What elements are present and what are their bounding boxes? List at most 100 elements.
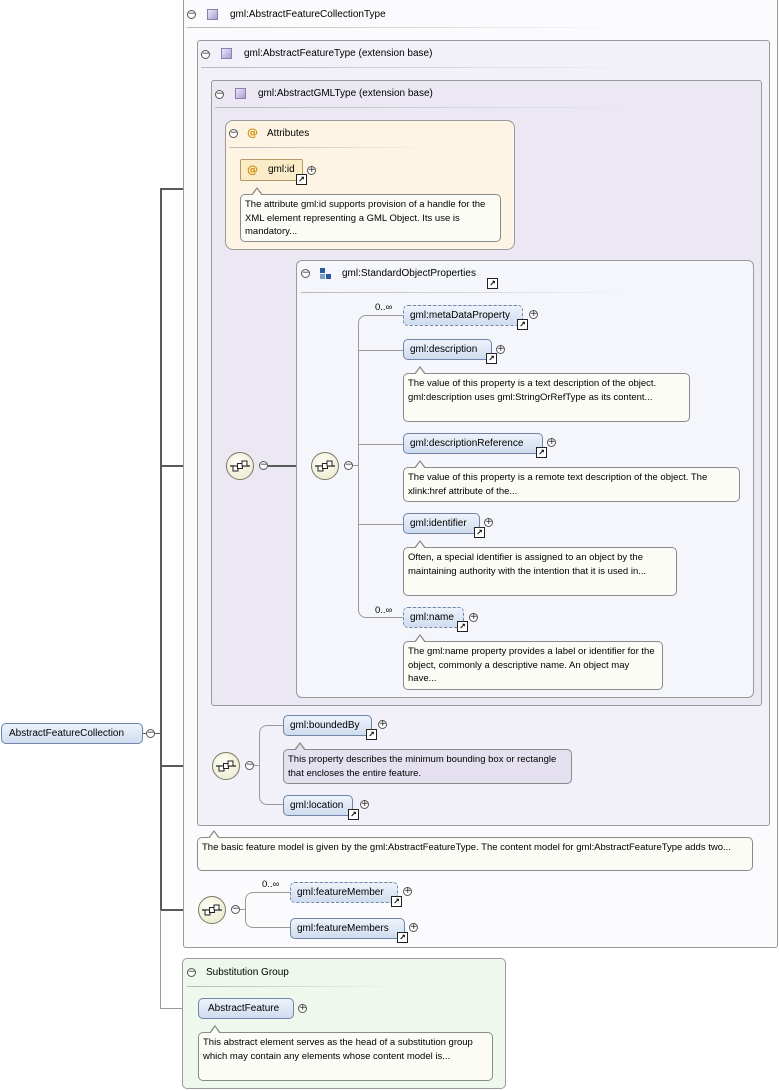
multiplicity-label: 0..∞ (375, 605, 393, 616)
note-tail (209, 832, 219, 839)
element-gml-metadataproperty[interactable]: gml:metaDataProperty (403, 305, 523, 326)
root-element-label: AbstractFeatureCollection (9, 728, 125, 739)
sequence-bracket (259, 725, 283, 805)
reference-arrow-icon[interactable]: ↗ (391, 896, 402, 907)
complex-type-icon (221, 48, 232, 59)
separator (201, 67, 641, 68)
connector-line (160, 909, 198, 911)
separator (215, 107, 645, 108)
minus-circle-icon[interactable]: − (201, 49, 210, 59)
connector-line (358, 350, 403, 351)
element-doc-text: The gml:name property provides a label o… (408, 646, 655, 684)
reference-arrow-icon[interactable]: ↗ (397, 932, 408, 943)
note-tail (415, 462, 425, 469)
element-label: gml:descriptionReference (410, 438, 524, 449)
element-label: gml:identifier (410, 518, 467, 529)
attribute-gml-id[interactable]: gml:id (240, 159, 303, 181)
minus-circle-icon[interactable]: − (215, 89, 224, 99)
attribute-at-icon: @ (247, 163, 258, 176)
plus-circle-icon[interactable]: + (409, 922, 418, 932)
element-gml-name[interactable]: gml:name (403, 607, 464, 628)
element-label: gml:name (410, 612, 454, 623)
model-group-icon (320, 268, 331, 279)
reference-arrow-icon[interactable]: ↗ (296, 174, 307, 185)
sequence-icon[interactable] (311, 452, 339, 480)
sequence-glyph (315, 460, 335, 472)
plus-circle-icon[interactable]: + (298, 1003, 307, 1013)
plus-circle-icon[interactable]: + (496, 344, 505, 354)
plus-circle-icon[interactable]: + (307, 165, 316, 175)
element-label: gml:featureMember (297, 887, 384, 898)
separator (187, 986, 397, 987)
reference-arrow-icon[interactable]: ↗ (536, 447, 547, 458)
element-gml-descriptionreference[interactable]: gml:descriptionReference (403, 433, 543, 454)
plus-circle-icon[interactable]: + (378, 719, 387, 729)
plus-circle-icon[interactable]: + (469, 612, 478, 622)
connector-trunk (160, 188, 162, 910)
element-label: gml:description (410, 344, 478, 355)
sequence-icon[interactable] (226, 452, 254, 480)
element-gml-descriptionreference-doc: The value of this property is a remote t… (403, 460, 740, 502)
sequence-bracket (358, 315, 403, 618)
element-gml-description[interactable]: gml:description (403, 339, 492, 360)
element-label: gml:boundedBy (290, 720, 360, 731)
element-doc-text: The value of this property is a text des… (408, 378, 657, 403)
sequence-glyph (202, 904, 222, 916)
minus-circle-icon[interactable]: − (229, 128, 238, 138)
sequence-glyph (230, 460, 250, 472)
element-gml-name-doc: The gml:name property provides a label o… (403, 634, 663, 690)
connector-line (358, 444, 403, 445)
reference-arrow-icon[interactable]: ↗ (517, 319, 528, 330)
minus-circle-icon[interactable]: − (344, 460, 353, 470)
minus-circle-icon[interactable]: − (187, 9, 196, 19)
plus-circle-icon[interactable]: + (360, 799, 369, 809)
connector-line (268, 465, 312, 467)
plus-circle-icon[interactable]: + (403, 886, 412, 896)
element-gml-featuremember[interactable]: gml:featureMember (290, 882, 398, 903)
note-tail (415, 636, 425, 643)
plus-circle-icon[interactable]: + (547, 437, 556, 447)
element-gml-location[interactable]: gml:location (283, 795, 353, 816)
element-doc-text: This property describes the minimum boun… (288, 754, 557, 779)
sequence-icon[interactable] (212, 752, 240, 780)
element-abstract-feature[interactable]: AbstractFeature (198, 998, 294, 1019)
note-tail (415, 542, 425, 549)
element-label: gml:featureMembers (297, 923, 389, 934)
outer-type-title: gml:AbstractFeatureCollectionType (230, 9, 386, 20)
connector-line-substitution (160, 910, 161, 1008)
element-gml-featuremembers[interactable]: gml:featureMembers (290, 918, 405, 939)
plus-circle-icon[interactable]: + (484, 517, 493, 527)
connector-line-substitution (160, 1008, 198, 1009)
minus-circle-icon[interactable]: − (259, 460, 268, 470)
element-label: gml:location (290, 800, 344, 811)
attribute-at-icon: @ (247, 126, 258, 139)
root-element-abstract-feature-collection[interactable]: AbstractFeatureCollection (1, 723, 143, 744)
reference-arrow-icon[interactable]: ↗ (486, 353, 497, 364)
minus-circle-icon[interactable]: − (187, 967, 196, 977)
element-gml-identifier[interactable]: gml:identifier (403, 513, 480, 534)
feature-type-doc: The basic feature model is given by the … (197, 830, 753, 871)
reference-arrow-icon[interactable]: ↗ (457, 621, 468, 632)
reference-arrow-icon[interactable]: ↗ (474, 527, 485, 538)
minus-circle-icon[interactable]: − (146, 728, 155, 738)
sequence-bracket (245, 892, 290, 928)
minus-circle-icon[interactable]: − (231, 904, 240, 914)
note-tail (252, 189, 262, 196)
plus-circle-icon[interactable]: + (529, 309, 538, 319)
minus-circle-icon[interactable]: − (301, 268, 310, 278)
element-doc-text: The value of this property is a remote t… (408, 472, 708, 497)
element-doc-text: This abstract element serves as the head… (203, 1037, 473, 1062)
separator (229, 147, 429, 148)
separator (187, 27, 627, 28)
reference-arrow-icon[interactable]: ↗ (348, 809, 359, 820)
element-gml-boundedby[interactable]: gml:boundedBy (283, 715, 372, 736)
reference-arrow-icon[interactable]: ↗ (366, 729, 377, 740)
sequence-icon[interactable] (198, 896, 226, 924)
complex-type-icon (235, 88, 246, 99)
minus-circle-icon[interactable]: − (245, 760, 254, 770)
sequence-glyph (216, 760, 236, 772)
attributes-title: Attributes (267, 128, 310, 139)
attribute-gml-id-label: gml:id (268, 164, 295, 175)
element-gml-description-doc: The value of this property is a text des… (403, 366, 690, 422)
reference-arrow-icon[interactable]: ↗ (487, 278, 498, 289)
